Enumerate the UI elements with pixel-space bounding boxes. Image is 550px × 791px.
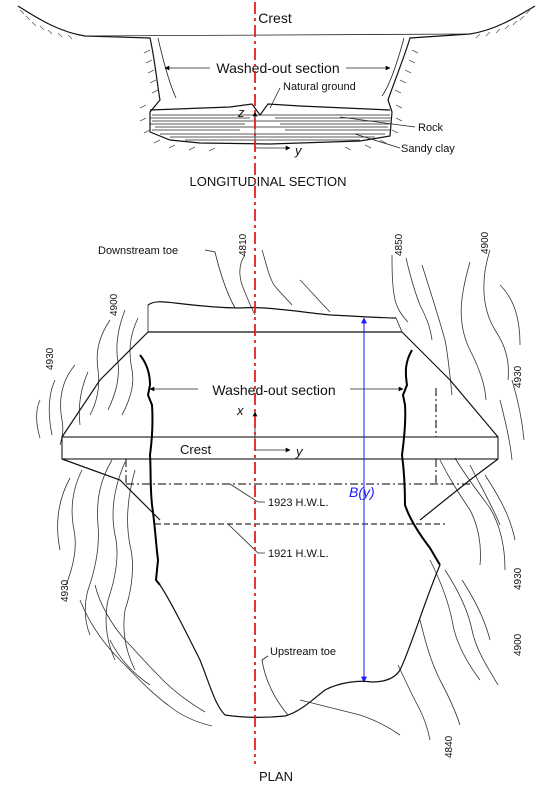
sandy-clay-label: Sandy clay (401, 143, 455, 155)
crest-band (61, 436, 499, 460)
breach-edge-left (139, 354, 161, 586)
hwl-1921-label: 1921 H.W.L. (268, 548, 329, 560)
rock-leader (339, 116, 416, 128)
washed-out-label-plan: Washed-out section (212, 382, 335, 398)
contour-label-4850: 4850 (394, 233, 405, 256)
crest-label-plan: Crest (180, 442, 211, 457)
ground-hatching (19, 9, 531, 152)
contour-label-4810: 4810 (238, 233, 249, 256)
crest-label-top: Crest (258, 10, 292, 26)
right-top-edge (395, 317, 403, 333)
hwl-1921-leader (227, 523, 265, 554)
washed-slope-left (157, 37, 177, 99)
contour-label-4930-br: 4930 (513, 567, 524, 590)
b-dimension-label: B(y) (349, 484, 375, 500)
valley-profile (17, 5, 536, 145)
washed-out-label-top: Washed-out section (216, 60, 339, 76)
axis-z-label: z (237, 105, 245, 120)
breach-edge-right (400, 349, 441, 566)
rock-label: Rock (418, 122, 444, 134)
downstream-slope-right (401, 331, 499, 438)
washed-slope-right (381, 37, 405, 97)
natural-ground-line (149, 103, 391, 117)
natural-ground-leader (269, 87, 281, 109)
axis-y-label-plan: y (295, 444, 304, 459)
plan-title: PLAN (259, 769, 293, 784)
downstream-toe (147, 301, 397, 319)
hwl-1923-leader (229, 483, 265, 503)
contour-label-4900-br: 4900 (513, 633, 524, 656)
contour-label-4840: 4840 (444, 735, 455, 758)
sandy-clay-leader (354, 133, 401, 149)
contour-label-4930-bl: 4930 (60, 579, 71, 602)
upstream-slope-right (419, 458, 499, 521)
axis-y-label-top: y (294, 143, 303, 158)
upstream-toe (159, 564, 441, 718)
hwl-1923-label: 1923 H.W.L. (268, 497, 329, 509)
contour-label-4930-r: 4930 (513, 365, 524, 388)
longitudinal-title: LONGITUDINAL SECTION (190, 174, 347, 189)
upstream-slope-left (61, 458, 161, 521)
downstream-toe-leader (204, 249, 236, 309)
contour-label-4930-l: 4930 (45, 347, 56, 370)
natural-ground-label: Natural ground (283, 81, 356, 93)
crest-line (84, 33, 471, 37)
contour-label-4900-l: 4900 (109, 293, 120, 316)
contour-lines (36, 249, 525, 741)
axis-x-label: x (236, 403, 244, 418)
upstream-toe-label: Upstream toe (270, 646, 336, 658)
downstream-toe-label: Downstream toe (98, 245, 178, 257)
plan-view: Downstream toe Crest 1923 H.W.L. 1921 H.… (36, 231, 525, 784)
upstream-toe-leader (261, 655, 289, 716)
longitudinal-section: Washed-out section Crest Natural ground … (17, 5, 536, 189)
contour-label-4900-tr: 4900 (480, 231, 491, 254)
rock-strata (150, 114, 392, 141)
downstream-slope-left (61, 331, 149, 438)
